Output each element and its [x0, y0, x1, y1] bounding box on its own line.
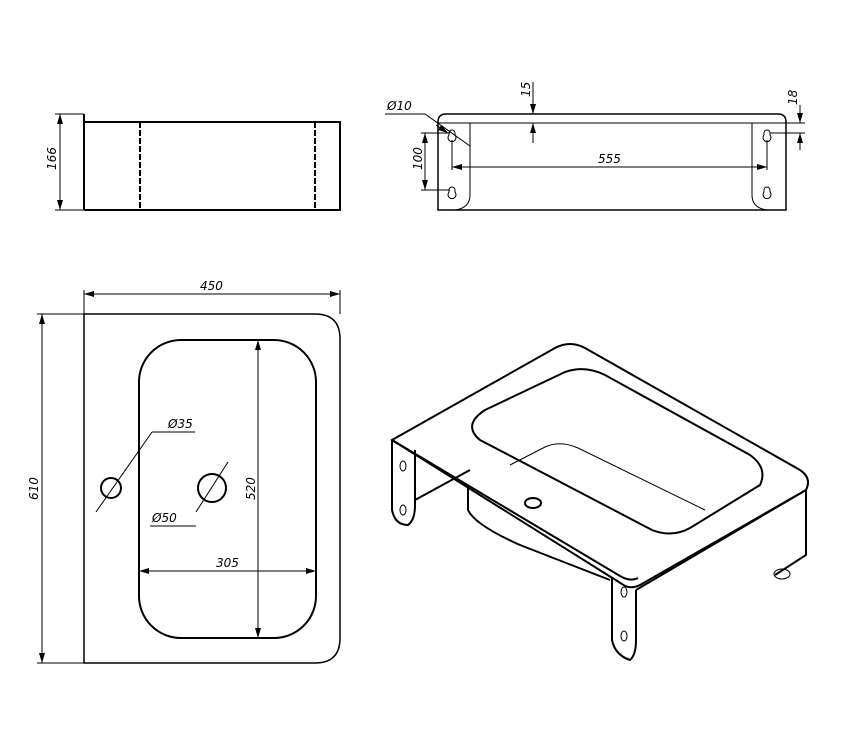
top-offset-dimension: 15 [519, 82, 533, 97]
depth-dimension: 610 [27, 477, 41, 500]
isometric-view [390, 343, 809, 662]
hole-spacing-horizontal: 555 [598, 152, 621, 166]
side-view: 166 [45, 113, 341, 211]
hole-small-label: Ø35 [167, 417, 193, 431]
rear-view: 555 100 15 18 Ø10 [385, 82, 805, 211]
hole-diameter-label: Ø10 [386, 99, 412, 113]
hole-large-label: Ø50 [151, 511, 177, 525]
keyhole-icon [447, 129, 772, 200]
right-offset-dimension: 18 [786, 89, 800, 105]
basin-width-dimension: 305 [216, 556, 239, 570]
hole-spacing-vertical: 100 [411, 147, 425, 170]
height-dimension: 166 [45, 147, 59, 170]
hole-large [197, 473, 227, 503]
basin-length-dimension: 520 [244, 477, 258, 500]
width-dimension: 450 [200, 279, 223, 293]
top-view: Ø35 Ø50 450 610 520 305 [27, 279, 341, 664]
hole-small [100, 477, 122, 499]
